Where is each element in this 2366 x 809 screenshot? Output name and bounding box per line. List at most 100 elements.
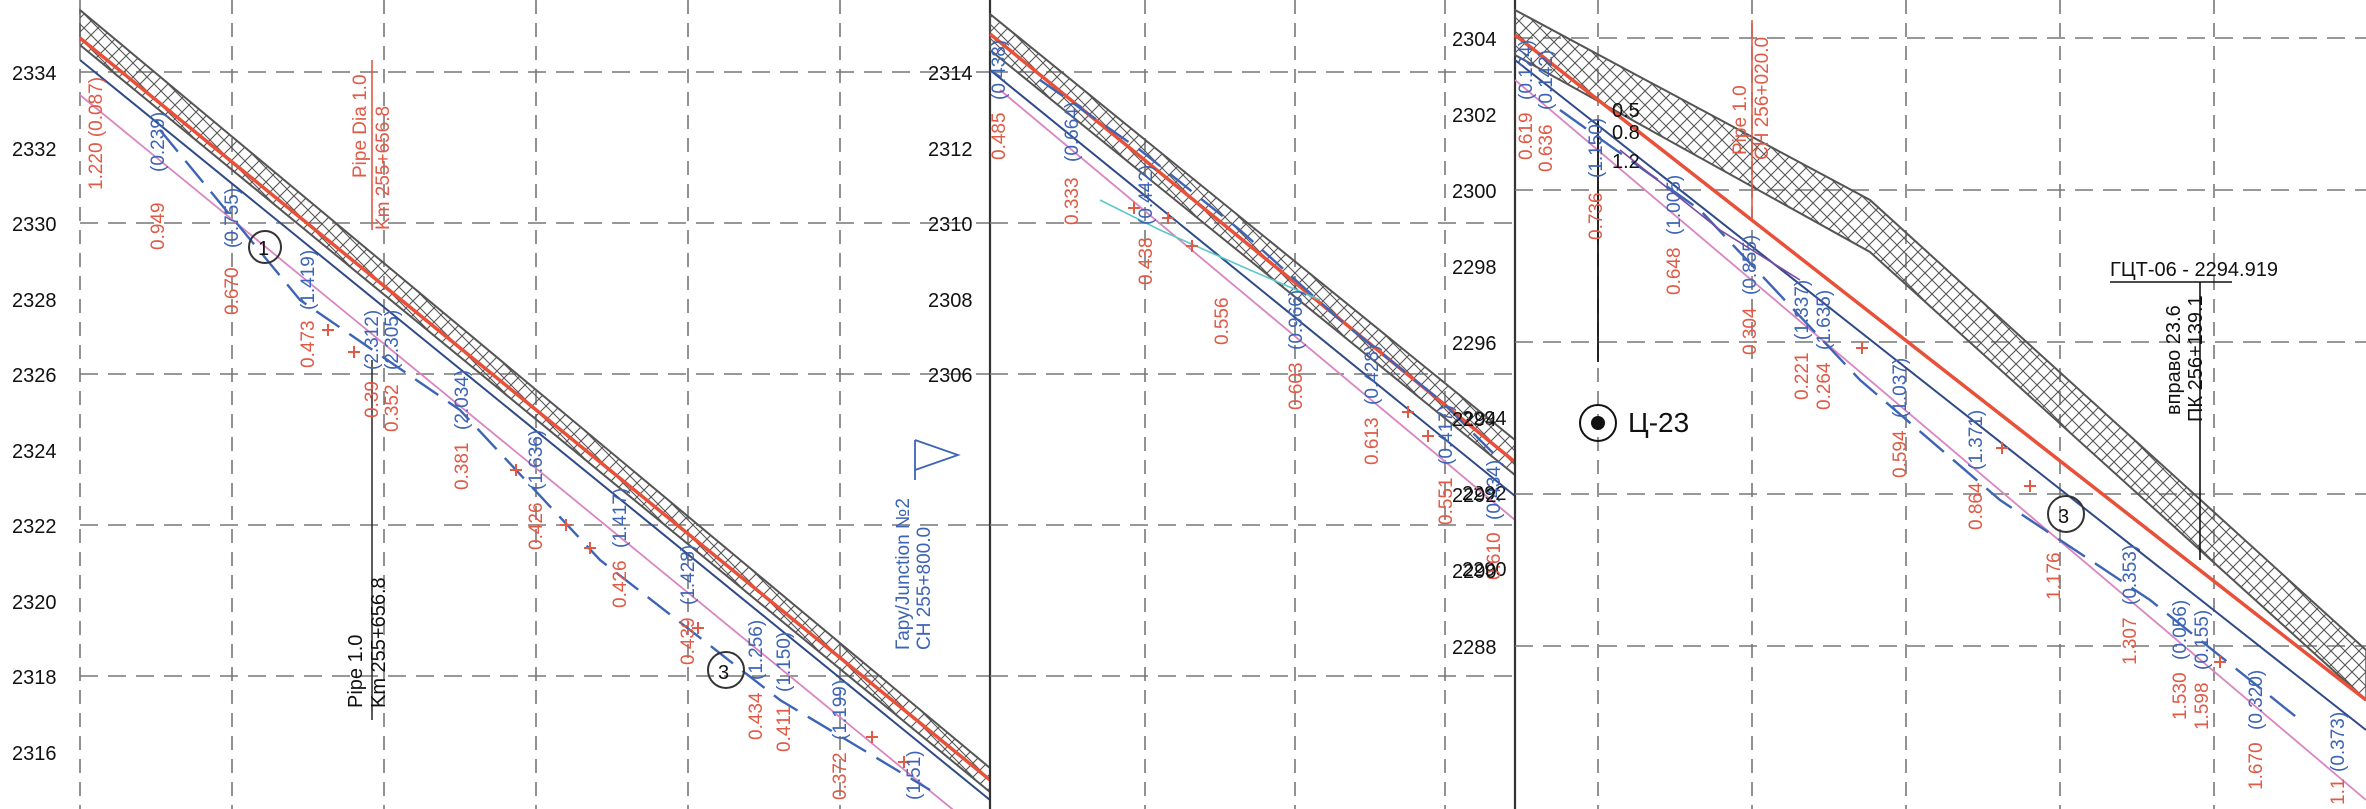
pipe-top-chainage: Km 255+656.8 [373, 106, 394, 230]
benchmark-label: Ц-23 [1628, 407, 1689, 438]
y-tick: 2308 [928, 290, 973, 312]
depth-mark: 0.5 [1612, 100, 1640, 122]
pipe-bottom-label: Pipe 1.0 [345, 635, 367, 708]
fill-band-right [1514, 8, 2366, 701]
red-value: 0.864 [1966, 482, 1987, 530]
blue-value: (1.417) [610, 488, 631, 548]
pipe-top-label: Pipe Dia 1.0 [350, 74, 371, 178]
station-marker: 3 [707, 651, 745, 689]
blue-value: (0.434) [1484, 460, 1505, 520]
y-tick: 2310 [928, 214, 973, 236]
ground-line [1514, 54, 2366, 701]
blue-value: (1.419) [298, 250, 319, 310]
red-value: 0.949 [148, 202, 169, 250]
blue-value: (0.155) [2192, 610, 2213, 670]
existing-line [79, 59, 991, 801]
blue-value: (1.150) [1586, 118, 1607, 178]
blue-value: (1.51) [904, 750, 925, 800]
y-tick: 2288 [1452, 637, 1497, 659]
vpravo-label: вправо 23.6 [2163, 305, 2185, 415]
blue-value: (0.373) [2328, 712, 2349, 772]
blue-value: (1.037) [1890, 358, 1911, 418]
blue-value: (0.239) [148, 112, 169, 172]
red-value: 0.438 [1136, 237, 1157, 285]
blue-value: (1.428) [678, 545, 699, 605]
value-labels-right: 0.619 (0.124) 0.636 (0.142) 0.736 (1.150… [1516, 40, 2349, 805]
existing-dash-line [159, 129, 931, 792]
ground-line [989, 13, 1516, 441]
y-tick: 2296 [1452, 333, 1497, 355]
station-marker: 3 [2047, 495, 2085, 533]
blue-value: (0.124) [1516, 40, 1537, 100]
panel-left: 2334 2332 2330 2328 2326 2324 2322 2320 … [12, 0, 992, 809]
blue-value: (0.428) [1362, 345, 1383, 405]
offset-line [1514, 79, 2366, 801]
blue-value: (0.664) [1062, 102, 1083, 162]
red-value: 0.264 [1814, 362, 1835, 410]
junction-label: Гару/Junction №2 [893, 498, 914, 650]
red-value: 0.613 [1362, 417, 1383, 465]
y-tick: 2332 [12, 139, 57, 161]
red-value: 1.530 [2170, 672, 2191, 720]
y-tick: 2330 [12, 214, 57, 236]
red-value: 0.556 [1212, 297, 1233, 345]
cyan-line [1099, 199, 1321, 301]
ground-line [79, 9, 991, 769]
y-tick: 2316 [12, 743, 57, 765]
blue-value: (1.199) [830, 680, 851, 740]
design-line [988, 32, 1517, 464]
panel-middle: 2314 2312 2310 2308 2306 2294 2292 2290 … [928, 0, 1517, 809]
gct-label: ГЦТ-06 - 2294.919 [2110, 259, 2278, 281]
value-labels-middle: 0.485 (0.438) 0.333 (0.664) 0.438 (0.442… [989, 40, 1505, 580]
red-value: 0.485 [989, 112, 1010, 160]
blue-value: (0.855) [1740, 235, 1761, 295]
marker-label: 3 [2058, 506, 2069, 528]
blue-value: (0.438) [989, 40, 1010, 100]
survey-points-left [322, 324, 910, 768]
existing-dash-line [1559, 109, 2301, 721]
y-axis-left: 2334 2332 2330 2328 2326 2324 2322 2320 … [12, 63, 57, 765]
red-value: 0.648 [1664, 247, 1685, 295]
pipe-chainage: CH 256+020.0 [1752, 37, 1773, 160]
y-tick: 2326 [12, 365, 57, 387]
red-value: 1.670 [2246, 742, 2267, 790]
red-value: 1.307 [2120, 617, 2141, 665]
y-tick: 2306 [928, 365, 973, 387]
marker-label: 1 [258, 238, 269, 260]
y-tick: 2312 [928, 139, 973, 161]
y-tick: 2290 [1452, 561, 1497, 583]
y-tick: 2294 [1452, 409, 1497, 431]
red-value: 0.610 [1484, 532, 1505, 580]
y-tick: 2292 [1452, 485, 1497, 507]
value-labels-left: 1.220 (0.087) 0.949 (0.239) 0.670 (0.755… [86, 77, 925, 800]
station-marker: 1 [248, 230, 282, 264]
design-line [78, 36, 992, 782]
blue-value: (2.034) [452, 370, 473, 430]
blue-value: (0.056) [2170, 600, 2191, 660]
blue-value: (2.305) [382, 310, 403, 370]
red-value: 1.598 [2192, 682, 2213, 730]
y-tick: 2320 [12, 592, 57, 614]
y-axis-right: 2304 2302 2300 2298 2296 2294 2292 2290 … [1452, 29, 1497, 659]
marker-label: 3 [718, 662, 729, 684]
y-tick: 2290 [1462, 559, 1507, 581]
red-value: 0.411 [774, 706, 795, 752]
blue-value: (0.966) [1286, 290, 1307, 350]
red-value: 0.619 [1516, 112, 1537, 160]
red-value: 0.603 [1286, 362, 1307, 410]
red-value: 0.736 [1586, 192, 1607, 240]
blue-value: (0.142) [1536, 50, 1557, 110]
y-tick: 2322 [12, 516, 57, 538]
red-value: 1.176 [2044, 552, 2065, 600]
red-value: 1.220 (0.087) [86, 77, 107, 190]
red-value: 0.670 [222, 267, 243, 315]
red-value: 0.426 [526, 502, 547, 550]
blue-value: (1.635) [1814, 290, 1835, 350]
blue-value: (2.312) [362, 310, 383, 370]
y-tick: 2334 [12, 63, 57, 85]
ground-line [79, 44, 991, 793]
offset-line [999, 89, 1516, 521]
red-value: 0.372 [830, 752, 851, 800]
red-value: 1.1 [2328, 779, 2349, 805]
